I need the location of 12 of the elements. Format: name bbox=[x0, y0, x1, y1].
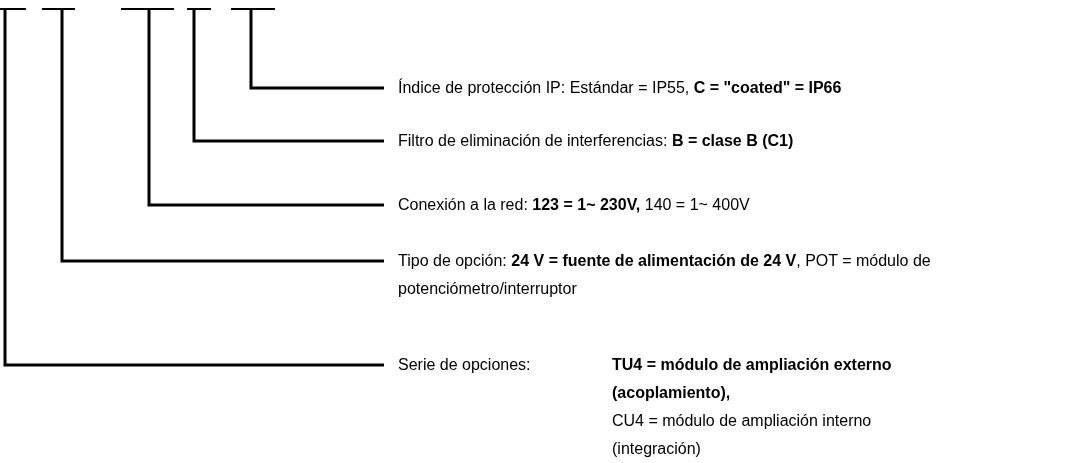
description-text: Serie de opciones: bbox=[398, 355, 532, 375]
leader-line bbox=[249, 10, 384, 90]
leader-line bbox=[3, 10, 384, 367]
leader-line bbox=[60, 10, 384, 263]
description-text: TU4 = módulo de ampliación externo (acoplamiento), bbox=[612, 355, 893, 403]
description-text: Filtro de eliminación de interferencias: B = clase B (C1) bbox=[398, 131, 795, 151]
leader-line bbox=[147, 10, 384, 207]
description-text: Índice de protección IP: Estándar = IP55, C = "coated" = IP66 bbox=[398, 77, 843, 98]
leader-line bbox=[192, 10, 384, 143]
description-text: CU4 = módulo de ampliación interno (integración) bbox=[612, 411, 873, 459]
description-text: Tipo de opción: 24 V = fuente de alimentación de 24 V, POT = módulo de potenciómetro/interruptor bbox=[398, 251, 932, 299]
description-text: Conexión a la red: 123 = 1~ 230V, 140 = 1~ 400V bbox=[398, 195, 751, 215]
